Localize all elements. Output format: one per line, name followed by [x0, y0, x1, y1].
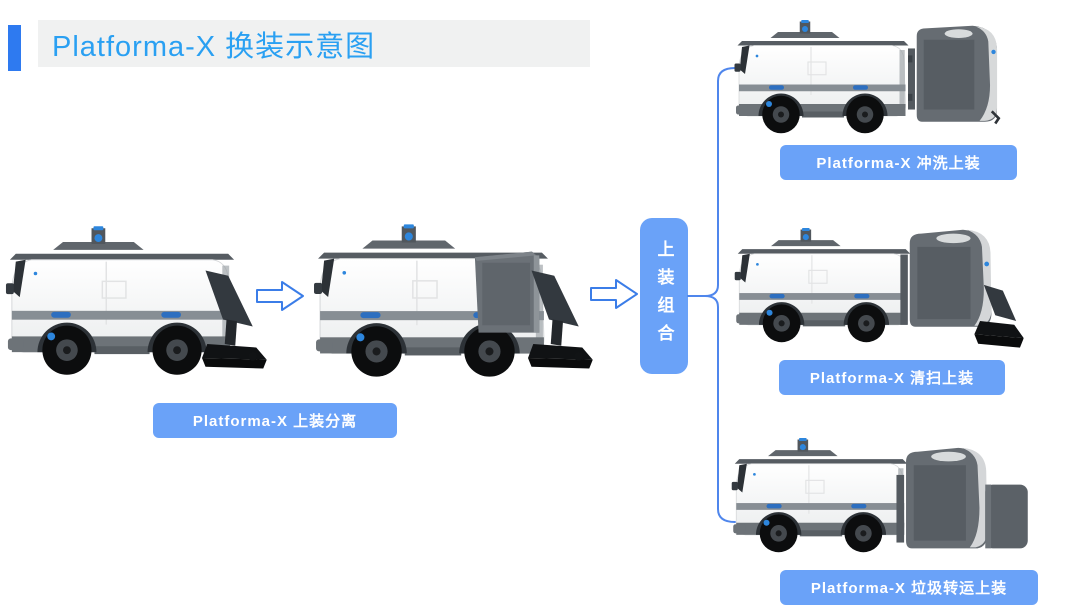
garbage-transfer-module — [896, 444, 1032, 558]
vehicle-sweeper-separating — [313, 224, 593, 378]
combine-box-label: 上装组合 — [654, 240, 674, 352]
vehicle-base-chassis — [734, 228, 911, 343]
title-bar: Platforma-X 换装示意图 — [38, 20, 590, 67]
wash-module — [908, 24, 1004, 127]
vehicle-base-chassis — [733, 20, 910, 134]
combine-box: 上装组合 — [640, 218, 688, 374]
title-accent-bar — [8, 25, 21, 71]
flow-arrow-icon — [255, 279, 305, 313]
flow-arrow-icon — [589, 277, 639, 311]
page-title: Platforma-X 换装示意图 — [52, 30, 376, 63]
van-body — [5, 226, 235, 376]
output-badge: Platforma-X 冲洗上装 — [780, 145, 1017, 180]
vehicle-sweeper-assembled — [5, 226, 267, 376]
output-badge: Platforma-X 清扫上装 — [779, 360, 1005, 395]
curly-brace-icon — [687, 67, 736, 523]
vehicle-base-chassis — [731, 438, 908, 553]
sweep-module — [900, 226, 1024, 359]
stage1-badge: Platforma-X 上装分离 — [153, 403, 397, 438]
output-badge: Platforma-X 垃圾转运上装 — [780, 570, 1038, 605]
exposed-module — [474, 251, 540, 333]
